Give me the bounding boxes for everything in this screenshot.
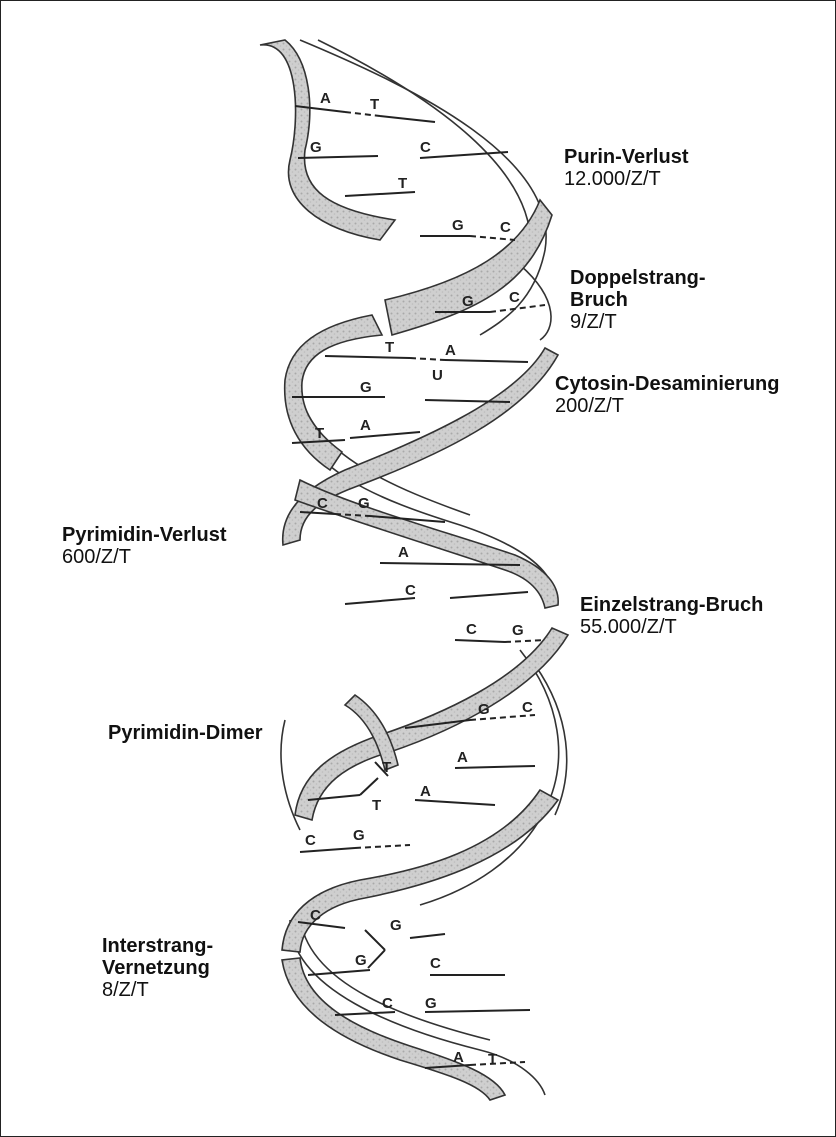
- label-value: 600/Z/T: [62, 546, 227, 568]
- base-letter: C: [430, 955, 441, 972]
- base-letter: A: [445, 342, 456, 359]
- base-letters: A T G C T G C G C T A G U T A C G A C C …: [305, 90, 533, 1068]
- label-title: Bruch: [570, 289, 706, 311]
- base-letter: C: [305, 832, 316, 849]
- base-letter: T: [398, 175, 407, 192]
- label-value: 12.000/Z/T: [564, 168, 688, 190]
- base-letter: G: [512, 622, 524, 639]
- label-value: 200/Z/T: [555, 395, 779, 417]
- label-title: Cytosin-Desaminierung: [555, 373, 779, 395]
- label-doppelstrang-bruch: Doppelstrang- Bruch 9/Z/T: [570, 267, 706, 333]
- label-einzelstrang-bruch: Einzelstrang-Bruch 55.000/Z/T: [580, 594, 763, 638]
- label-value: 9/Z/T: [570, 311, 706, 333]
- base-letter: A: [320, 90, 331, 107]
- base-letter: T: [315, 425, 324, 442]
- base-letter: T: [382, 759, 391, 776]
- base-letter: G: [390, 917, 402, 934]
- label-title: Interstrang-: [102, 935, 213, 957]
- base-letter: T: [370, 96, 379, 113]
- label-cytosin-desaminierung: Cytosin-Desaminierung 200/Z/T: [555, 373, 779, 417]
- base-letter: U: [432, 367, 443, 384]
- base-letter: C: [310, 907, 321, 924]
- base-letter: A: [457, 749, 468, 766]
- base-letter: G: [425, 995, 437, 1012]
- base-letter: G: [358, 495, 370, 512]
- label-title: Pyrimidin-Dimer: [108, 722, 262, 744]
- base-letter: A: [398, 544, 409, 561]
- label-title: Doppelstrang-: [570, 267, 706, 289]
- base-letter: A: [360, 417, 371, 434]
- base-letter: T: [385, 339, 394, 356]
- label-title: Vernetzung: [102, 957, 213, 979]
- base-letter: G: [478, 701, 490, 718]
- base-letter: G: [353, 827, 365, 844]
- base-letter: C: [509, 289, 520, 306]
- label-pyrimidin-verlust: Pyrimidin-Verlust 600/Z/T: [62, 524, 227, 568]
- base-letter: G: [360, 379, 372, 396]
- base-letter: T: [372, 797, 381, 814]
- base-letter: C: [522, 699, 533, 716]
- label-title: Einzelstrang-Bruch: [580, 594, 763, 616]
- label-purin-verlust: Purin-Verlust 12.000/Z/T: [564, 146, 688, 190]
- label-value: 8/Z/T: [102, 979, 213, 1001]
- base-letter: G: [355, 952, 367, 969]
- base-letter: A: [453, 1049, 464, 1066]
- base-letter: C: [317, 495, 328, 512]
- base-letter: C: [382, 995, 393, 1012]
- label-interstrang-vernetzung: Interstrang- Vernetzung 8/Z/T: [102, 935, 213, 1001]
- base-letter: G: [462, 293, 474, 310]
- base-letter: G: [310, 139, 322, 156]
- base-letter: G: [452, 217, 464, 234]
- label-title: Purin-Verlust: [564, 146, 688, 168]
- base-letter: A: [420, 783, 431, 800]
- label-title: Pyrimidin-Verlust: [62, 524, 227, 546]
- base-letter: C: [500, 219, 511, 236]
- base-letter: C: [405, 582, 416, 599]
- base-letter: C: [466, 621, 477, 638]
- label-pyrimidin-dimer: Pyrimidin-Dimer: [108, 722, 262, 744]
- label-value: 55.000/Z/T: [580, 616, 763, 638]
- base-letter: T: [488, 1051, 497, 1068]
- base-letter: C: [420, 139, 431, 156]
